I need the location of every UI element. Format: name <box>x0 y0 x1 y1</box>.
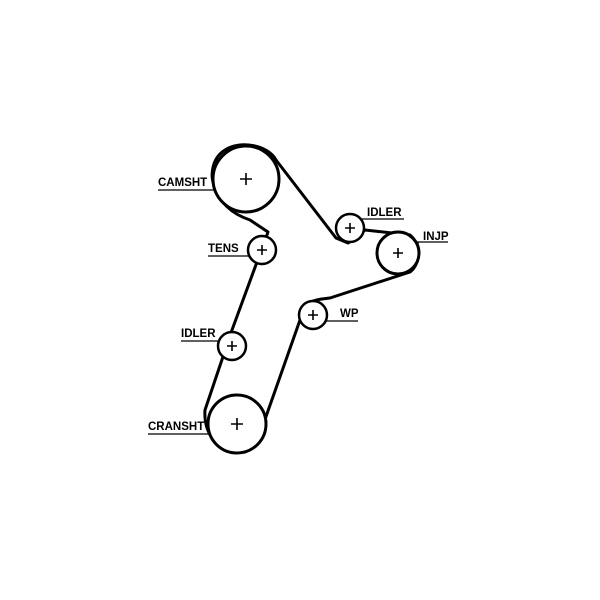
label-idler-top: IDLER <box>367 207 402 219</box>
pulley-wp: WP <box>297 299 359 331</box>
pulley-tens: TENS <box>208 234 278 266</box>
label-camsht: CAMSHT <box>158 177 207 189</box>
belt-strand-outer <box>203 143 420 454</box>
center-mark-icon <box>345 223 355 233</box>
pulley-camsht: CAMSHT <box>158 144 281 214</box>
pulley-injp: INJP <box>375 230 449 276</box>
center-mark-icon <box>240 173 252 185</box>
timing-belt <box>203 143 420 454</box>
label-cransht: CRANSHT <box>148 421 204 433</box>
pulley-idler-top: IDLER <box>334 207 402 244</box>
label-injp: INJP <box>423 231 449 243</box>
center-mark-icon <box>393 248 403 258</box>
center-mark-icon <box>231 418 243 430</box>
label-tens: TENS <box>208 243 239 255</box>
center-mark-icon <box>227 341 237 351</box>
leader-injp <box>417 241 448 250</box>
pulley-idler-bottom: IDLER <box>181 328 248 362</box>
leader-lines <box>148 180 448 435</box>
center-mark-icon <box>257 245 267 255</box>
label-idler-bottom: IDLER <box>181 328 216 340</box>
center-mark-icon <box>308 310 318 320</box>
label-wp: WP <box>340 308 359 320</box>
pulley-cransht: CRANSHT <box>148 393 268 455</box>
